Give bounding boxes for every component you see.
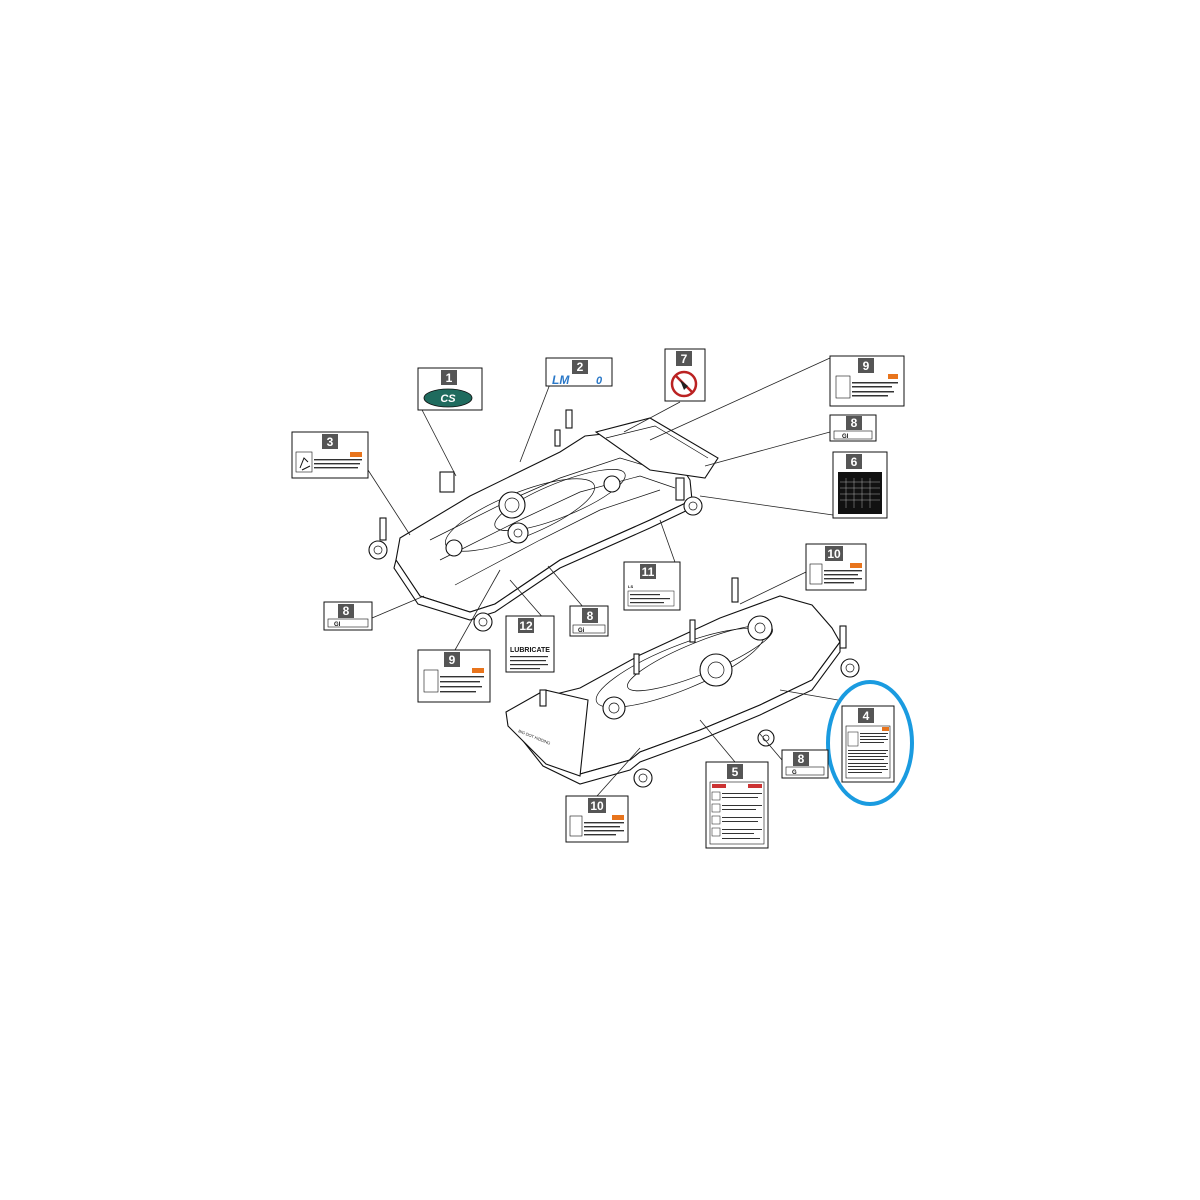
highlight-ring [826,680,914,806]
gi-decal-text-left: GI [334,622,341,628]
callout-8-middle-number: 8 [587,609,594,623]
callout-6-number: 6 [851,455,858,469]
gi-decal-text-middle: Gi [578,628,585,634]
callout-3: 3 [291,431,369,479]
callout-10-bottom-number: 10 [590,799,604,813]
warning-tag-icon [888,374,898,379]
ls-serial-logo: LS [628,584,633,589]
cs-logo-text: CS [440,393,456,405]
callout-9-left: 9 [417,649,491,703]
callout-2-number: 2 [577,360,584,374]
callout-10-bottom: 10 [565,795,629,843]
callout-7: 7 [664,348,706,402]
callout-1-number-tag [441,370,457,385]
gi-decal-text: GI [842,434,849,440]
callout-11: 11 LS [623,561,681,611]
callout-2: 2 LM 0 [545,357,613,387]
callout-9-left-number: 9 [449,653,456,667]
callout-11-number: 11 [642,565,655,579]
callout-12: 12 LUBRICATE [505,615,555,673]
callout-8-lower-number: 8 [798,752,805,766]
mower-deck-upper [368,409,719,632]
callout-8-left: 8 GI [323,601,373,631]
callout-8-top-number: 8 [851,416,858,430]
callout-5-number: 5 [732,765,739,779]
callout-6: 6 [832,451,888,519]
lm-logo-decal: LM [552,373,570,387]
callout-12-number: 12 [519,619,533,633]
callout-7-number: 7 [681,352,688,366]
callout-8-top: 8 GI [829,414,877,442]
leader-lines [367,357,839,797]
callout-1-number: 1 [446,371,453,385]
callout-8-middle: 8 Gi [569,605,609,637]
callout-9-top: 9 [829,355,905,407]
height-chart-decal [838,472,882,514]
callout-10-right-number: 10 [827,547,841,561]
callout-8-lower: 8 G [781,749,829,779]
lm-logo-suffix: 0 [596,375,603,387]
callout-9-top-number: 9 [863,359,870,373]
callout-10-right: 10 [805,543,867,591]
callout-1: 1 CS [417,367,483,411]
hand-hazard-icon [835,375,851,399]
lubricate-decal-heading: LUBRICATE [510,647,550,654]
callout-4-number: 4 [863,709,870,723]
cs-logo-decal [423,388,473,408]
mower-deck-lower: BIG DOT KIDDING [505,577,860,788]
callout-4: 4 [826,680,914,806]
g-decal-text: G [792,770,797,776]
callout-3-number: 3 [327,435,334,449]
callout-5: 5 [705,761,769,849]
callout-8-left-number: 8 [343,604,350,618]
